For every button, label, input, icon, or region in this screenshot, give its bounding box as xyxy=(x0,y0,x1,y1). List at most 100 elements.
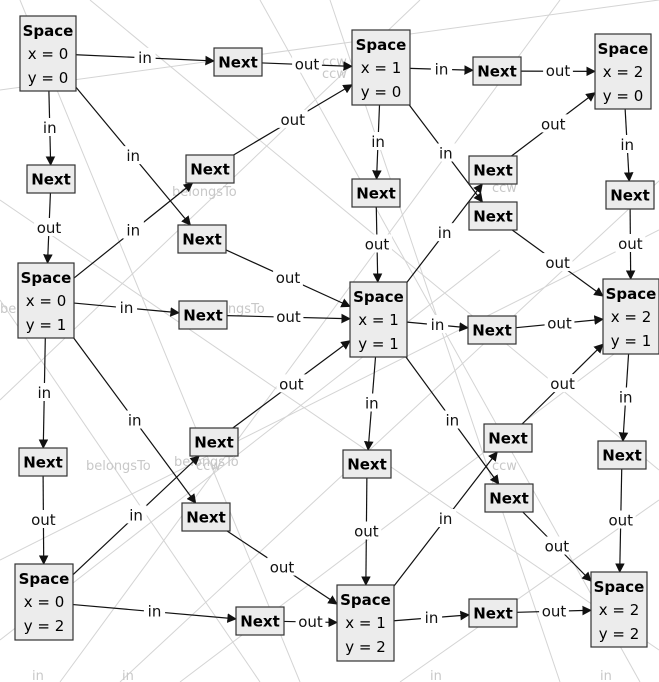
edge-label-out: out xyxy=(545,538,570,556)
background-label: belongsTo xyxy=(172,185,237,200)
edge-label-out: out xyxy=(270,559,295,577)
next-node-title: Next xyxy=(610,187,650,205)
space-node-x: x = 1 xyxy=(358,311,399,329)
edge-label-out: out xyxy=(281,111,306,129)
next-node-title: Next xyxy=(183,307,223,325)
edge-label-bg xyxy=(434,223,456,242)
edge-label-bg xyxy=(273,268,303,287)
next-node-title: Next xyxy=(23,454,63,472)
edge-label-bg xyxy=(267,557,297,576)
next-node-box xyxy=(597,440,647,470)
next-node-n2[interactable]: Next xyxy=(472,56,522,86)
next-node-n14[interactable]: Next xyxy=(185,154,235,184)
edge-label-bg xyxy=(276,374,307,393)
edge-label-bg xyxy=(122,220,144,239)
next-node-n15[interactable]: Next xyxy=(468,201,518,231)
next-node-n12[interactable]: Next xyxy=(597,440,647,470)
edge-label-in: in xyxy=(129,506,143,524)
space-node-box xyxy=(590,571,648,648)
next-node-title: Next xyxy=(347,456,387,474)
next-node-n3[interactable]: Next xyxy=(178,300,228,330)
background-edge-11 xyxy=(0,299,261,682)
space-node-x: x = 2 xyxy=(599,601,640,619)
next-node-box xyxy=(177,224,227,254)
next-node-box xyxy=(483,423,533,453)
background-edge-9 xyxy=(0,249,501,641)
edges: in out in out in out in out in out in out in out in out… xyxy=(28,47,646,631)
edge-label-bg xyxy=(539,601,569,620)
edge-label-bg xyxy=(124,410,146,429)
next-node-box xyxy=(235,606,285,636)
next-node-title: Next xyxy=(489,490,529,508)
next-node-n10[interactable]: Next xyxy=(342,449,392,479)
next-node-n8[interactable]: Next xyxy=(18,447,68,477)
edge-label-out: out xyxy=(547,314,572,332)
edge-label-out: out xyxy=(295,56,320,74)
edge-label-bg xyxy=(435,509,457,527)
space-node-y: y = 1 xyxy=(26,316,67,334)
next-node-n5[interactable]: Next xyxy=(235,606,285,636)
next-node-box xyxy=(472,56,522,86)
edge-label-bg xyxy=(367,132,389,150)
next-node-n18[interactable]: Next xyxy=(189,427,239,457)
next-node-title: Next xyxy=(488,430,528,448)
background-label: ccw xyxy=(492,459,517,474)
edge-label-bg xyxy=(125,505,147,524)
next-node-n6[interactable]: Next xyxy=(468,598,518,628)
next-node-title: Next xyxy=(602,447,642,465)
next-node-n7[interactable]: Next xyxy=(26,164,76,194)
edge-label-bg xyxy=(615,234,646,252)
next-node-n19[interactable]: Next xyxy=(484,483,534,513)
edge-label-bg xyxy=(441,410,463,429)
next-node-box xyxy=(468,598,518,628)
next-node-n9[interactable]: Next xyxy=(351,178,401,208)
background-edge-12 xyxy=(329,0,561,682)
edge-label-in: in xyxy=(620,136,634,154)
edge-label-in: in xyxy=(425,609,439,627)
next-node-title: Next xyxy=(31,171,71,189)
edge-label-in: in xyxy=(138,49,152,67)
edge-label-in: in xyxy=(431,316,445,334)
next-node-n11[interactable]: Next xyxy=(605,180,655,210)
space-node-title: Space xyxy=(19,570,70,588)
background-edge-2 xyxy=(59,0,561,682)
edge-label-bg xyxy=(134,47,156,66)
edge-label-bg xyxy=(277,109,308,128)
space-node-box xyxy=(17,262,75,339)
space-node-x: x = 2 xyxy=(611,308,652,326)
edge-label-in: in xyxy=(445,412,459,430)
next-node-box xyxy=(18,447,68,477)
edge-label-out: out xyxy=(276,269,301,287)
next-node-box xyxy=(351,178,401,208)
edge-label-out: out xyxy=(279,375,304,393)
next-node-n4[interactable]: Next xyxy=(467,315,517,345)
space-node-y: y = 2 xyxy=(24,617,65,635)
next-node-n16[interactable]: Next xyxy=(468,155,518,185)
next-node-box xyxy=(468,155,518,185)
space-node-y: y = 0 xyxy=(603,87,644,105)
next-node-title: Next xyxy=(356,185,396,203)
background-label: ccw xyxy=(492,181,517,196)
edge-label-in: in xyxy=(126,222,140,240)
next-node-n20[interactable]: Next xyxy=(483,423,533,453)
edge-label-bg xyxy=(34,218,64,236)
space-node-box xyxy=(19,15,77,92)
next-node-n1[interactable]: Next xyxy=(213,47,263,77)
edge-label-in: in xyxy=(365,395,379,413)
edge-label-out: out xyxy=(542,602,567,620)
next-node-n17[interactable]: Next xyxy=(181,502,231,532)
space-node-y: y = 0 xyxy=(361,83,402,101)
next-node-n13[interactable]: Next xyxy=(177,224,227,254)
background-label: in xyxy=(600,669,612,682)
